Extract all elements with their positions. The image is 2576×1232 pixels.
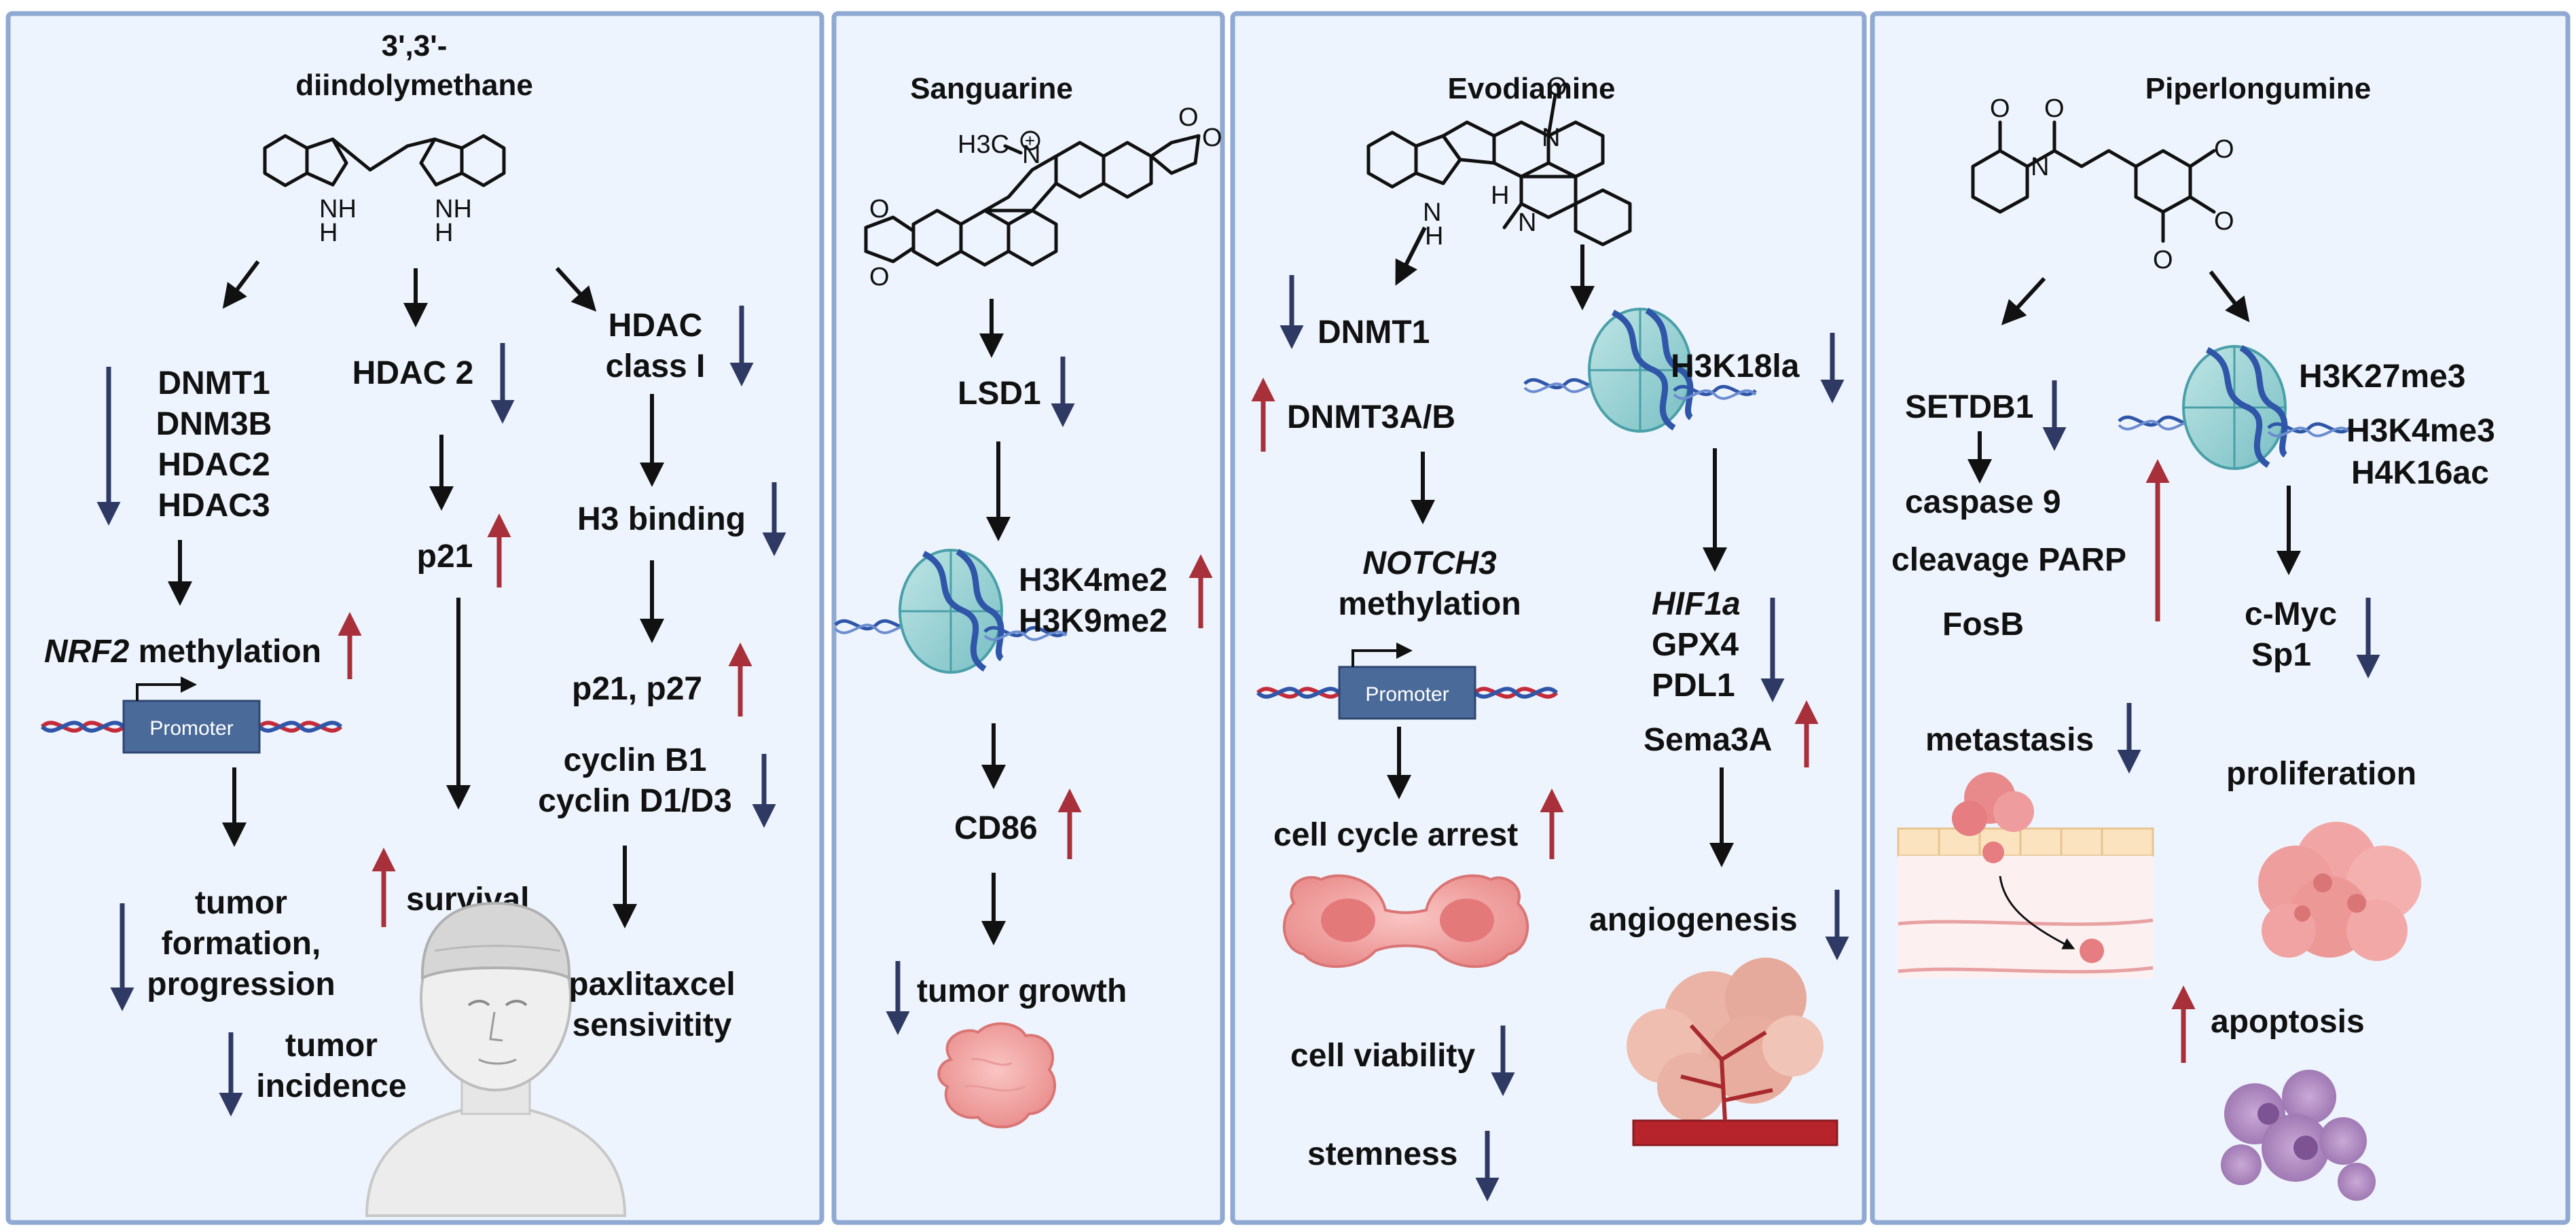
svg-text:+: + (1025, 130, 1035, 151)
svg-text:O: O (2044, 94, 2065, 123)
dna-promoter-p3: Promoter (1258, 651, 1557, 719)
label-class-i: class I (606, 348, 706, 384)
label-proliferation: proliferation (2226, 756, 2416, 792)
svg-text:O: O (869, 195, 890, 223)
svg-text:N: N (1542, 124, 1560, 152)
label-hdac3: HDAC3 (158, 488, 270, 524)
svg-text:H: H (1425, 222, 1443, 251)
label-notch3-methylation: methylation (1338, 586, 1521, 622)
svg-text:NH: NH (319, 195, 357, 223)
svg-text:O: O (1990, 94, 2010, 123)
label-caspase9: caspase 9 (1905, 484, 2061, 520)
label-h3k4me2: H3K4me2 (1019, 562, 1167, 598)
svg-text:O: O (2153, 246, 2173, 274)
label-h4k16ac: H4K16ac (2351, 455, 2489, 491)
panel-sanguarine (831, 11, 1225, 1225)
label-cyclin-b1: cyclin B1 (564, 742, 707, 778)
evodiamine-structure-icon: N H H N N O (1366, 73, 1632, 251)
label-sensitivity: sensivitity (573, 1007, 732, 1043)
label-apoptosis: apoptosis (2211, 1004, 2365, 1040)
label-cyclin-d1-d3: cyclin D1/D3 (538, 783, 731, 819)
label-hdac-2: HDAC 2 (352, 355, 474, 391)
label-angiogenesis: angiogenesis (1589, 902, 1798, 938)
dividing-cell-icon (1282, 874, 1529, 968)
label-dnmt1-p3: DNMT1 (1318, 314, 1430, 350)
svg-text:O: O (1178, 103, 1199, 132)
svg-text:NH: NH (435, 195, 472, 223)
label-hdac: HDAC (609, 308, 703, 344)
label-gpx4: GPX4 (1652, 627, 1739, 663)
svg-text:H: H (1491, 181, 1509, 210)
label-cd86: CD86 (954, 810, 1038, 846)
svg-text:O: O (2214, 207, 2234, 236)
diindolylmethane-structure-icon: NH H NH H (263, 134, 506, 247)
label-h3k4me3: H3K4me3 (2346, 413, 2495, 449)
label-nrf2-methylation: NRF2 methylation (44, 634, 321, 670)
label-dnm3b: DNM3B (156, 406, 272, 442)
label-pdl1: PDL1 (1652, 668, 1735, 704)
label-notch3: NOTCH3 (1362, 545, 1497, 581)
piperlongumine-structure-icon: O O N O O O (1971, 94, 2234, 274)
arrow-dim-right (555, 266, 597, 312)
label-tumor-formation-l2: formation, (162, 926, 321, 962)
apoptosis-cell-icon (2221, 1070, 2376, 1201)
label-lsd1: LSD1 (958, 376, 1041, 412)
label-h3-binding: H3 binding (577, 501, 746, 537)
label-tumor-formation-l1: tumor (195, 885, 287, 921)
label-stemness: stemness (1307, 1136, 1457, 1172)
label-hif1a: HIF1a (1652, 586, 1741, 622)
svg-text:O: O (869, 263, 890, 291)
label-p21-p27: p21, p27 (572, 671, 702, 707)
svg-text:Promoter: Promoter (149, 717, 233, 740)
label-cell-cycle-arrest: cell cycle arrest (1273, 817, 1518, 853)
arrow-dim-left (222, 260, 260, 309)
svg-text:O: O (1202, 124, 1222, 152)
p3-title: Evodiamine (1448, 72, 1616, 105)
label-cmyc: c-Myc (2245, 596, 2337, 632)
svg-text:N: N (1423, 198, 1441, 227)
svg-text:Promoter: Promoter (1365, 683, 1449, 706)
label-setdb1: SETDB1 (1905, 389, 2033, 425)
label-tumor-incidence-l2: incidence (256, 1068, 406, 1104)
svg-text:O: O (1547, 73, 1567, 101)
svg-text:N: N (2031, 153, 2049, 181)
label-h3k18la: H3K18la (1671, 348, 1800, 384)
svg-text:H: H (435, 219, 453, 247)
svg-text:N: N (1518, 209, 1536, 237)
label-tumor-growth: tumor growth (917, 973, 1127, 1009)
label-cell-viability: cell viability (1290, 1038, 1475, 1074)
label-fosb: FosB (1942, 606, 2024, 642)
p2-title: Sanguarine (910, 72, 1073, 105)
label-h3k27me3: H3K27me3 (2299, 359, 2465, 395)
p1-title-l1: 3',3'- (382, 29, 448, 62)
label-h3k9me2: H3K9me2 (1019, 603, 1167, 639)
sanguarine-structure-icon: O O O O H3C N + (864, 103, 1222, 291)
p4-title: Piperlongumine (2145, 72, 2371, 105)
tumor-icon (937, 1022, 1057, 1129)
label-hdac2: HDAC2 (158, 447, 270, 483)
label-p21: p21 (417, 539, 473, 575)
metastasis-icon (1897, 772, 2154, 978)
svg-text:H3C: H3C (958, 130, 1009, 159)
label-dnmt3ab: DNMT3A/B (1287, 399, 1455, 435)
label-dnmt1: DNMT1 (158, 365, 270, 401)
label-cleavage-parp: cleavage PARP (1891, 542, 2126, 578)
label-sp1: Sp1 (2251, 637, 2311, 673)
label-tumor-formation-l3: progression (147, 966, 335, 1002)
proliferation-cluster-icon (2258, 822, 2421, 961)
dna-promoter-p1: Promoter (42, 685, 341, 753)
svg-text:H: H (319, 219, 338, 247)
label-tumor-incidence-l1: tumor (285, 1028, 378, 1064)
angiogenesis-icon (1627, 958, 1838, 1146)
p1-title-l2: diindolymethane (295, 69, 533, 102)
label-metastasis: metastasis (1925, 722, 2094, 758)
svg-text:O: O (2214, 135, 2234, 164)
human-head-icon (365, 901, 627, 1217)
label-sema3a: Sema3A (1644, 722, 1772, 758)
label-paxlitaxcel: paxlitaxcel (568, 966, 735, 1002)
